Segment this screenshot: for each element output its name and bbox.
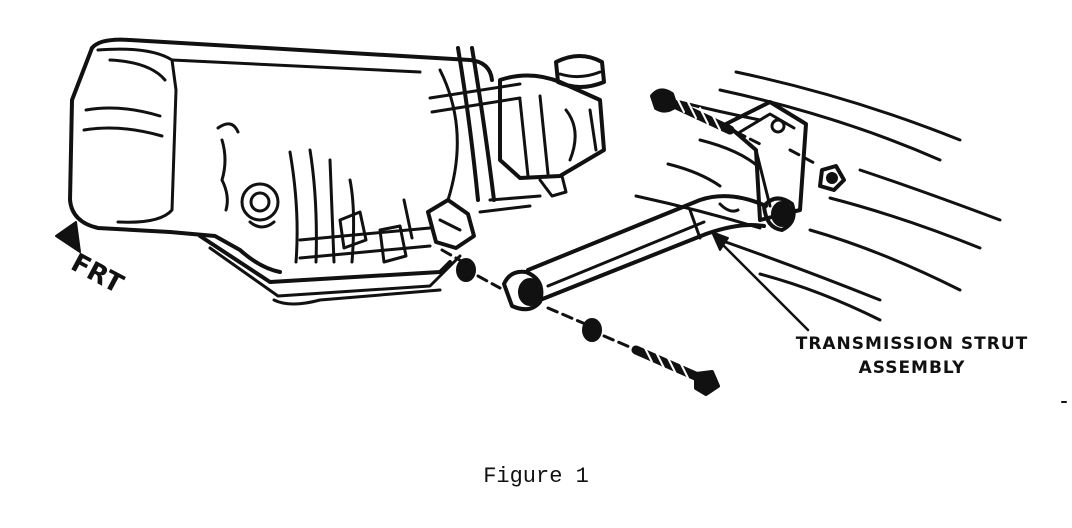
frame-bracket — [724, 100, 846, 222]
upper-components — [428, 46, 606, 214]
transmission-strut-bar — [502, 194, 796, 312]
callout-label-line1: TRANSMISSION STRUT — [795, 334, 1029, 354]
figure-caption: Figure 1 — [483, 464, 589, 489]
frame-crossmember — [634, 70, 1002, 322]
lower-bolt-assembly — [440, 248, 720, 396]
transmission-housing — [68, 37, 494, 306]
callout-leader — [711, 231, 810, 332]
callout-label-line2: ASSEMBLY — [858, 358, 966, 378]
front-direction-arrow-icon — [55, 221, 81, 253]
upper-bolt — [650, 88, 818, 166]
